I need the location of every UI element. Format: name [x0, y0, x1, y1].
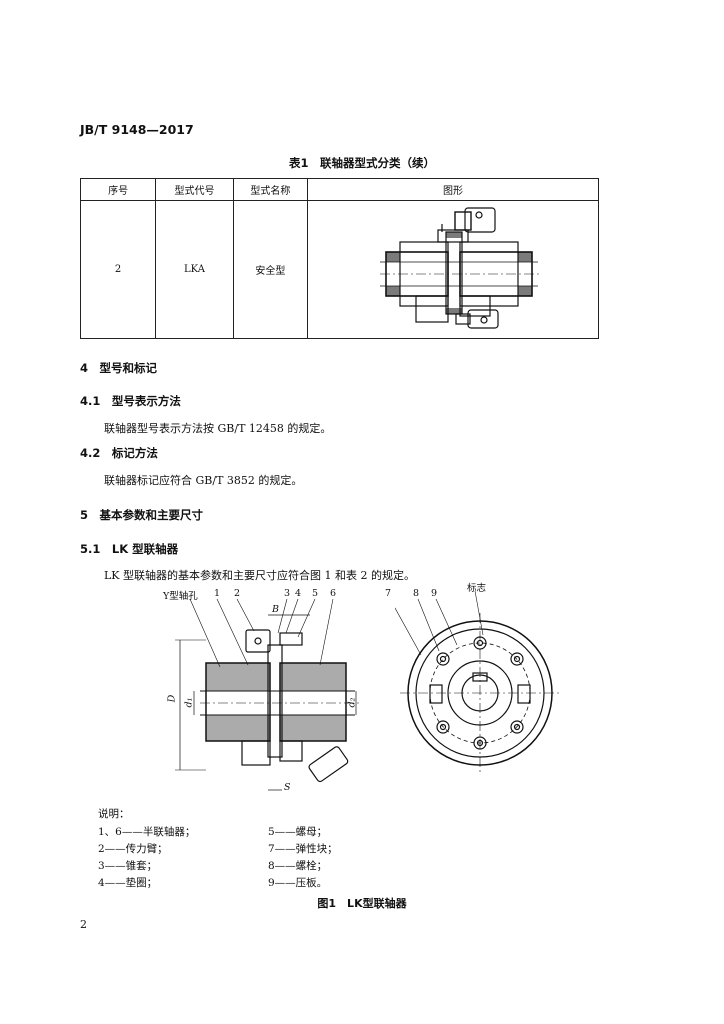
legend-left-1: 1、6——半联轴器；	[98, 826, 196, 838]
dim-b: B	[272, 604, 279, 615]
section-4-1-heading: 4.1 型号表示方法	[80, 394, 181, 408]
table-caption: 表1 联轴器型式分类（续）	[288, 156, 435, 170]
lk-coupling-end-view	[395, 590, 560, 773]
callout-8: 8	[413, 588, 420, 599]
dim-s: S	[284, 782, 291, 793]
callout-5: 5	[312, 588, 319, 599]
dim-d1: d₁	[183, 697, 195, 708]
section-4-2-text: 联轴器标记应符合 GB/T 3852 的规定。	[104, 474, 303, 487]
col-header-code: 型式代号	[155, 178, 234, 201]
legend-right-1: 5——螺母；	[268, 826, 328, 838]
dim-d: D	[166, 694, 178, 703]
col-header-seq: 序号	[79, 178, 157, 201]
standard-number: JB/T 9148—2017	[80, 122, 194, 137]
section-5-1-heading: 5.1 LK 型联轴器	[80, 542, 179, 556]
cell-name: 安全型	[232, 200, 309, 339]
legend-title: 说明：	[98, 808, 130, 820]
figure-caption: 图1 LK型联轴器	[317, 897, 407, 910]
callout-6: 6	[330, 588, 337, 599]
legend-right-3: 8——螺栓；	[268, 860, 328, 872]
cell-figure	[307, 200, 599, 339]
legend-left-4: 4——垫圈；	[98, 877, 158, 889]
section-5-1-text: LK 型联轴器的基本参数和主要尺寸应符合图 1 和表 2 的规定。	[104, 569, 416, 582]
section-4-heading: 4 型号和标记	[80, 361, 158, 375]
callout-4: 4	[295, 588, 302, 599]
legend-left-3: 3——锥套；	[98, 860, 158, 872]
classification-table: 序号 型式代号 型式名称 图形 2 LKA 安全型	[79, 178, 599, 339]
cell-seq: 2	[79, 200, 157, 339]
callout-mark: 标志	[467, 583, 487, 594]
section-4-2-heading: 4.2 标记方法	[80, 446, 158, 460]
section-5-heading: 5 基本参数和主要尺寸	[80, 508, 204, 522]
legend-right-4: 9——压板。	[268, 877, 328, 889]
legend-left-2: 2——传力臂；	[98, 843, 168, 855]
callout-9: 9	[431, 588, 438, 599]
lka-coupling-drawing	[380, 207, 540, 329]
callout-y-bore: Y型轴孔	[163, 591, 198, 602]
cell-code: LKA	[155, 200, 234, 339]
callout-1: 1	[214, 588, 221, 599]
callout-7: 7	[385, 588, 392, 599]
page-number: 2	[80, 918, 87, 931]
col-header-figure: 图形	[307, 178, 599, 201]
callout-3: 3	[284, 588, 291, 599]
legend-right-2: 7——弹性块；	[268, 843, 338, 855]
callout-2: 2	[234, 588, 241, 599]
dim-d2: d₂	[346, 697, 358, 708]
col-header-name: 型式名称	[232, 178, 309, 201]
lk-coupling-section-view	[175, 598, 360, 791]
section-4-1-text: 联轴器型号表示方法按 GB/T 12458 的规定。	[104, 422, 332, 435]
